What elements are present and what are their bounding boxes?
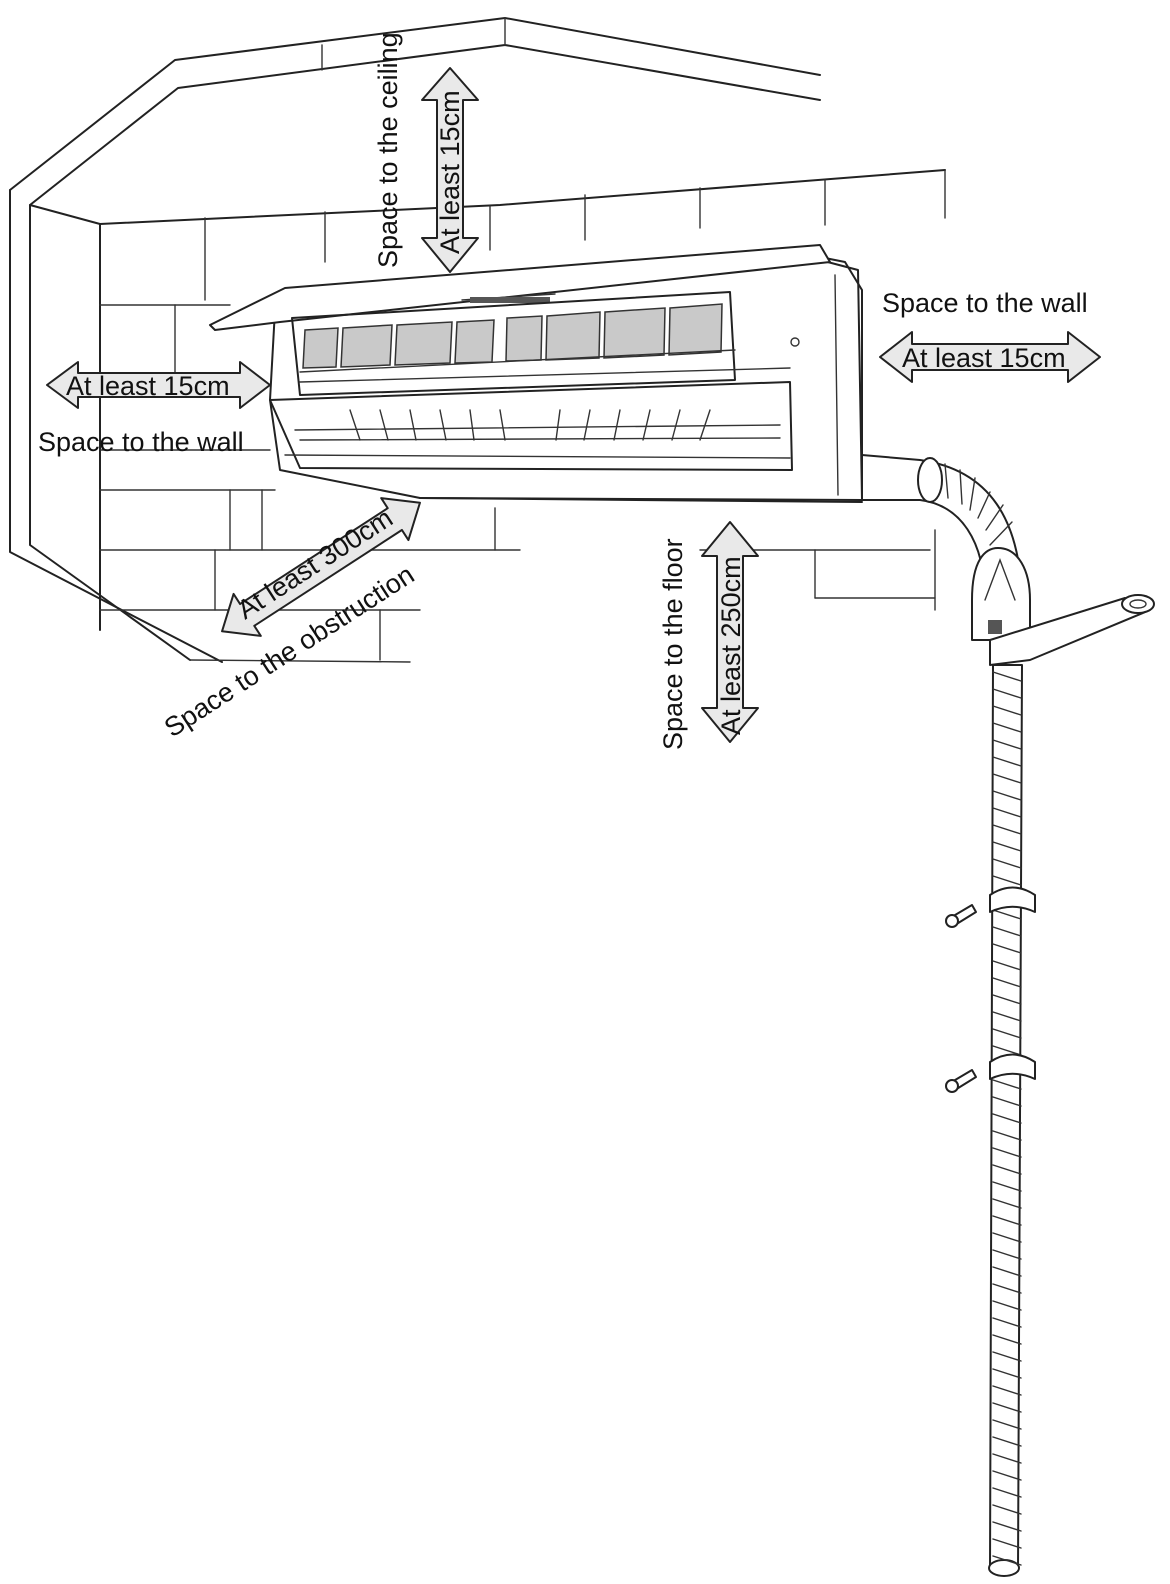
left-wall-space-label: Space to the wall: [38, 427, 244, 457]
drain-pipe: [861, 454, 1155, 1577]
left-wall-distance-label: At least 15cm: [66, 371, 230, 401]
right-wall-space-label: Space to the wall: [882, 288, 1088, 318]
floor-distance-arrow-icon: [701, 521, 759, 743]
ceiling-distance-arrow-icon: [421, 67, 479, 273]
obstruction-distance-arrow-icon: [221, 497, 421, 637]
ceiling-distance-label: At least 15cm: [435, 90, 465, 254]
display-panel: [470, 297, 550, 303]
left-wall-distance-arrow-icon: [46, 361, 271, 409]
sleeve-cap: [988, 620, 1002, 634]
ceiling-space-label: Space to the ceiling: [373, 32, 403, 268]
room-outline: [9, 17, 946, 663]
right-wall-distance-label: At least 15cm: [902, 343, 1066, 373]
right-wall-distance-arrow-icon: [879, 331, 1101, 383]
floor-space-label: Space to the floor: [658, 538, 688, 750]
floor-distance-label: At least 250cm: [716, 556, 746, 735]
screw-icon: [945, 904, 977, 928]
screw-icon: [945, 1069, 977, 1093]
indicator-light: [790, 337, 800, 347]
indoor-ac-unit: [209, 244, 863, 503]
